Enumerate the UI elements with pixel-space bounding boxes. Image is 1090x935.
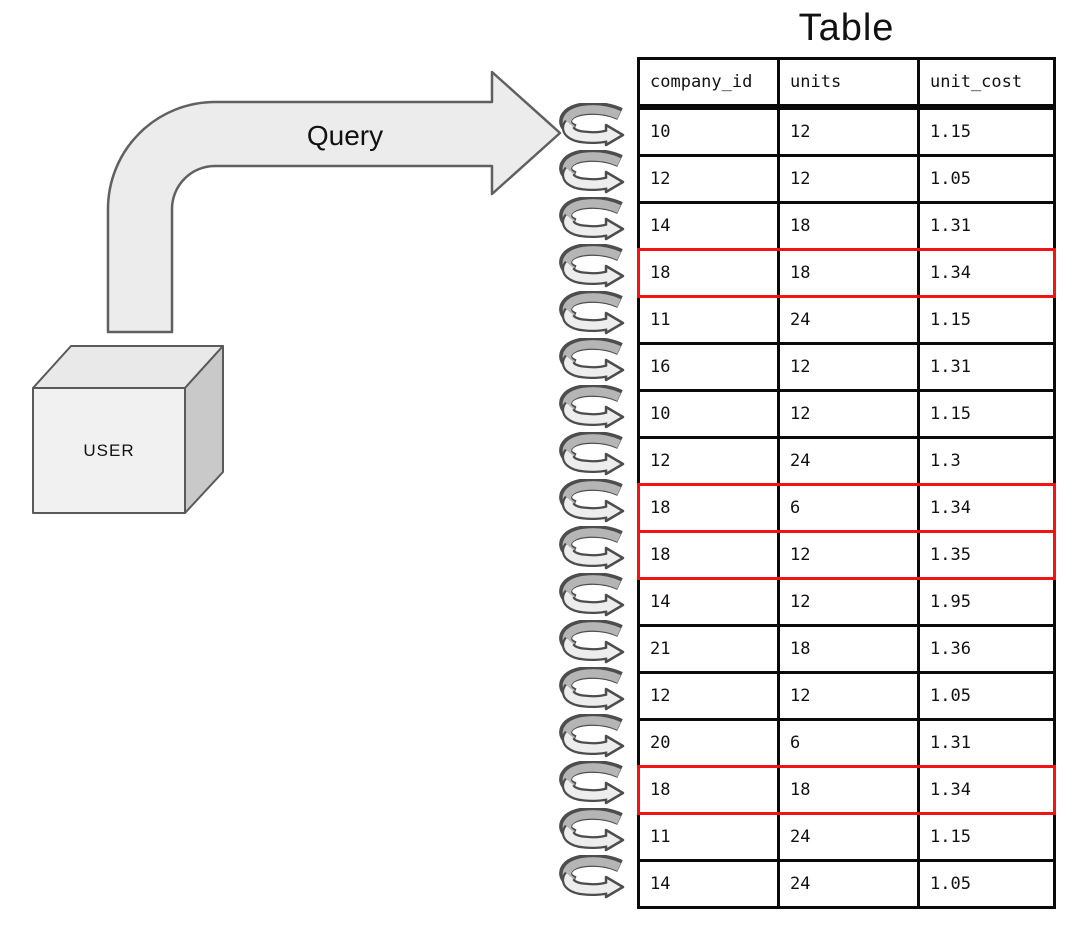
table-cell: 14 xyxy=(640,204,780,248)
table-row: 14 18 1.31 xyxy=(637,201,1056,251)
table-row: 12 12 1.05 xyxy=(637,154,1056,204)
data-table: company_id units unit_cost 10 12 1.15 12… xyxy=(637,57,1056,909)
table-cell: 1.31 xyxy=(930,357,971,377)
table-cell: 11 xyxy=(640,298,780,342)
loop-arrow-icon xyxy=(559,573,625,617)
cube-side-face xyxy=(184,345,224,514)
table-cell: 10 xyxy=(640,392,780,436)
user-box-label: USER xyxy=(83,440,135,460)
table-cell: 1.95 xyxy=(930,592,971,612)
table-cell: 12 xyxy=(640,439,780,483)
table-cell: 18 xyxy=(780,204,920,248)
table-cell: 1.34 xyxy=(930,498,971,518)
loop-arrow-icon xyxy=(559,620,625,664)
table-cell: 12 xyxy=(780,345,920,389)
header-row: company_id units unit_cost xyxy=(637,57,1056,107)
loop-arrow-icon xyxy=(559,761,625,805)
table-cell: 11 xyxy=(640,815,780,859)
query-arrow xyxy=(106,70,562,334)
table-cell: 1.15 xyxy=(930,122,971,142)
table-row: 10 12 1.15 xyxy=(637,107,1056,157)
table-cell: 24 xyxy=(780,439,920,483)
loop-arrow-icon xyxy=(559,197,625,241)
loop-arrow-icon xyxy=(559,526,625,570)
table-cell: 1.05 xyxy=(930,686,971,706)
table-cell: 12 xyxy=(780,580,920,624)
table-row: 11 24 1.15 xyxy=(637,295,1056,345)
table-row: 18 18 1.34 xyxy=(637,248,1056,298)
table-row: 21 18 1.36 xyxy=(637,624,1056,674)
table-cell: 1.31 xyxy=(930,733,971,753)
cube-top-face xyxy=(32,345,224,389)
table-cell: 1.3 xyxy=(930,451,961,471)
loop-arrow-icon xyxy=(559,432,625,476)
table-cell: 12 xyxy=(640,674,780,718)
table-cell: 18 xyxy=(640,251,780,295)
table-row: 12 12 1.05 xyxy=(637,671,1056,721)
table-cell: 18 xyxy=(780,251,920,295)
table-cell: 24 xyxy=(780,298,920,342)
table-cell: 14 xyxy=(640,580,780,624)
table-cell: 12 xyxy=(780,533,920,577)
table-cell: 12 xyxy=(780,674,920,718)
table-row: 18 18 1.34 xyxy=(637,765,1056,815)
table-title: Table xyxy=(798,7,895,49)
table-cell: 16 xyxy=(640,345,780,389)
loop-arrow-icon xyxy=(559,714,625,758)
table-cell: 10 xyxy=(640,110,780,154)
table-cell: 21 xyxy=(640,627,780,671)
table-row: 14 12 1.95 xyxy=(637,577,1056,627)
table-cell: 24 xyxy=(780,815,920,859)
table-cell: 18 xyxy=(780,627,920,671)
table-cell: 20 xyxy=(640,721,780,765)
table-cell: 1.15 xyxy=(930,827,971,847)
loop-arrow-icon xyxy=(559,338,625,382)
table-cell: 12 xyxy=(780,110,920,154)
table-cell: 1.15 xyxy=(930,404,971,424)
table-cell: 1.34 xyxy=(930,263,971,283)
header-cell-units: units xyxy=(780,60,920,104)
query-arrow-label: Query xyxy=(306,120,384,151)
table-row: 14 24 1.05 xyxy=(637,859,1056,909)
table-cell: 24 xyxy=(780,862,920,906)
table-cell: 18 xyxy=(640,768,780,812)
data-table-body: 10 12 1.15 12 12 1.05 14 18 1.31 18 18 1… xyxy=(637,107,1056,909)
table-row: 10 12 1.15 xyxy=(637,389,1056,439)
table-cell: 18 xyxy=(640,486,780,530)
table-cell: 12 xyxy=(780,157,920,201)
table-row: 18 12 1.35 xyxy=(637,530,1056,580)
table-cell: 14 xyxy=(640,862,780,906)
table-row: 20 6 1.31 xyxy=(637,718,1056,768)
header-cell-company-id: company_id xyxy=(640,60,780,104)
table-cell: 12 xyxy=(780,392,920,436)
table-cell: 1.31 xyxy=(930,216,971,236)
table-cell: 18 xyxy=(780,768,920,812)
table-cell: 1.35 xyxy=(930,545,971,565)
table-row: 18 6 1.34 xyxy=(637,483,1056,533)
loop-arrow-icon xyxy=(559,385,625,429)
table-cell: 18 xyxy=(640,533,780,577)
table-cell: 1.15 xyxy=(930,310,971,330)
table-cell: 12 xyxy=(640,157,780,201)
loop-arrow-icon xyxy=(559,808,625,852)
table-cell: 1.05 xyxy=(930,169,971,189)
table-row: 12 24 1.3 xyxy=(637,436,1056,486)
table-row: 16 12 1.31 xyxy=(637,342,1056,392)
loop-arrow-icon xyxy=(559,291,625,335)
loop-arrow-icon xyxy=(559,855,625,899)
loop-arrow-icon xyxy=(559,150,625,194)
loop-arrow-icon xyxy=(559,103,625,147)
table-cell: 6 xyxy=(780,721,920,765)
table-row: 11 24 1.15 xyxy=(637,812,1056,862)
loop-arrow-icon xyxy=(559,479,625,523)
loop-arrow-icon xyxy=(559,244,625,288)
table-cell: 1.05 xyxy=(930,874,971,894)
table-cell: 6 xyxy=(780,486,920,530)
table-cell: 1.36 xyxy=(930,639,971,659)
header-cell-unit-cost: unit_cost xyxy=(930,72,1023,92)
loop-arrow-icon xyxy=(559,667,625,711)
table-cell: 1.34 xyxy=(930,780,971,800)
